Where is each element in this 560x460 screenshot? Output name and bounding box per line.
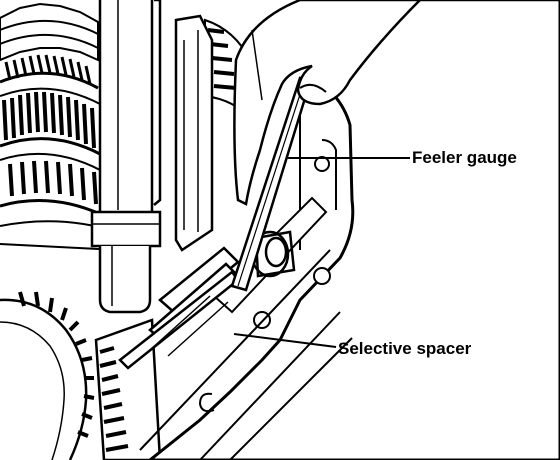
selective-spacer-label: Selective spacer [338,339,472,358]
feeler-gauge-label: Feeler gauge [412,148,517,167]
main-shaft [90,0,162,314]
shift-fork [174,14,214,252]
hand [233,0,560,206]
callout-leaders [233,157,410,348]
selective-spacer-leader [233,333,337,348]
upper-gear-stack [0,2,119,251]
lower-left-gear [0,291,95,460]
